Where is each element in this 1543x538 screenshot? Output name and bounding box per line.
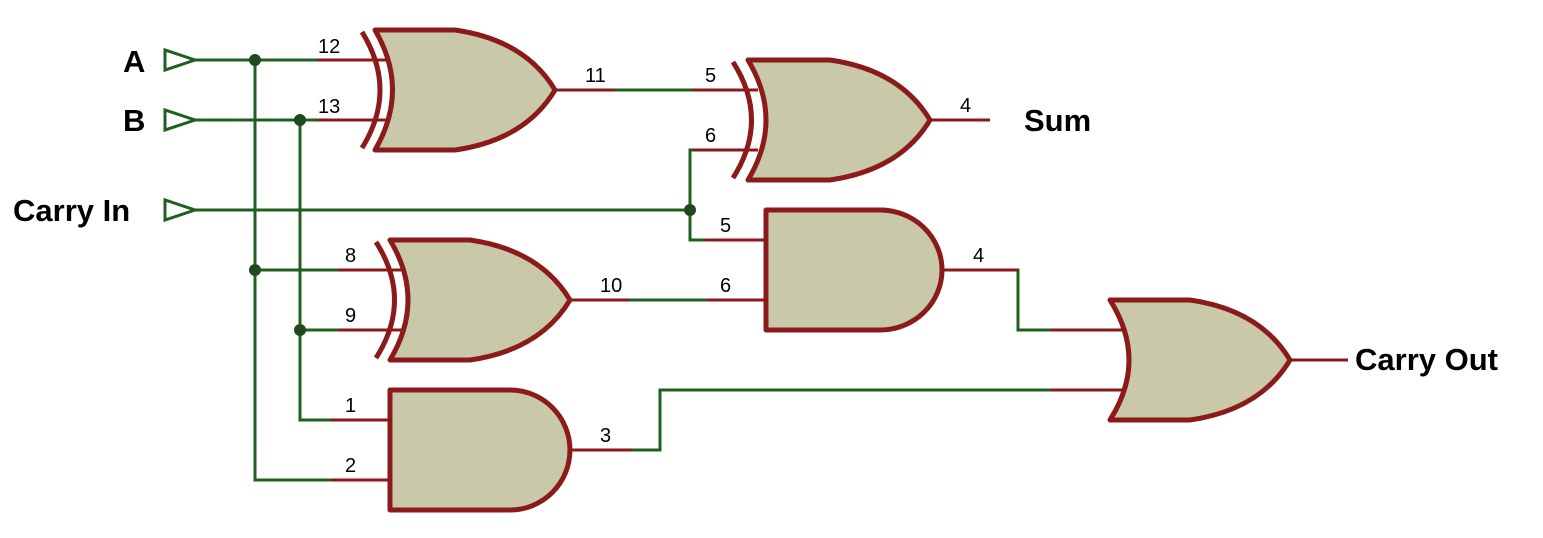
junction-dot (684, 204, 696, 216)
junction-dot (294, 114, 306, 126)
junction-dot (249, 54, 261, 66)
input-terminals (163, 47, 200, 223)
input-label-carry-in: Carry In (13, 193, 130, 228)
pin-number: 1 (345, 395, 356, 417)
input-label-a: A (123, 44, 145, 79)
pin-number: 4 (960, 95, 971, 117)
or-gate[interactable] (1107, 297, 1293, 423)
and-gate-2[interactable] (387, 387, 573, 513)
pin-numbers: 12 13 11 5 6 4 5 6 4 8 9 10 1 2 3 (318, 36, 984, 477)
output-label-sum: Sum (1024, 103, 1091, 138)
pin-number: 12 (318, 36, 340, 58)
pin-number: 13 (318, 96, 340, 118)
xor-gate-1[interactable] (359, 27, 558, 153)
pin-number: 9 (345, 305, 356, 327)
junction-dot (249, 264, 261, 276)
terminal-a-icon[interactable] (163, 47, 200, 73)
junctions (249, 54, 696, 336)
wire-a (193, 58, 340, 482)
wire-and2-out (630, 388, 1052, 452)
pin-number: 5 (705, 65, 716, 87)
input-label-b: B (123, 103, 145, 138)
wires (193, 58, 1052, 482)
pin-number: 2 (345, 455, 356, 477)
output-label-carry-out: Carry Out (1355, 342, 1498, 377)
pin-number: 5 (720, 215, 731, 237)
wire-carry-in (193, 148, 707, 242)
xor-gate-3[interactable] (373, 237, 573, 363)
pin-number: 3 (600, 425, 611, 447)
pin-number: 11 (585, 65, 606, 87)
pin-number: 4 (973, 245, 984, 267)
xor-gate-2[interactable] (730, 57, 933, 183)
terminal-b-icon[interactable] (163, 107, 200, 133)
and-gate-1[interactable] (763, 207, 945, 333)
terminal-carry-in-icon[interactable] (163, 197, 200, 223)
wire-and1-out (1016, 268, 1052, 332)
pin-number: 6 (705, 125, 716, 147)
junction-dot (294, 324, 306, 336)
pin-number: 6 (720, 275, 731, 297)
pin-number: 10 (600, 275, 622, 297)
pin-number: 8 (345, 245, 356, 267)
